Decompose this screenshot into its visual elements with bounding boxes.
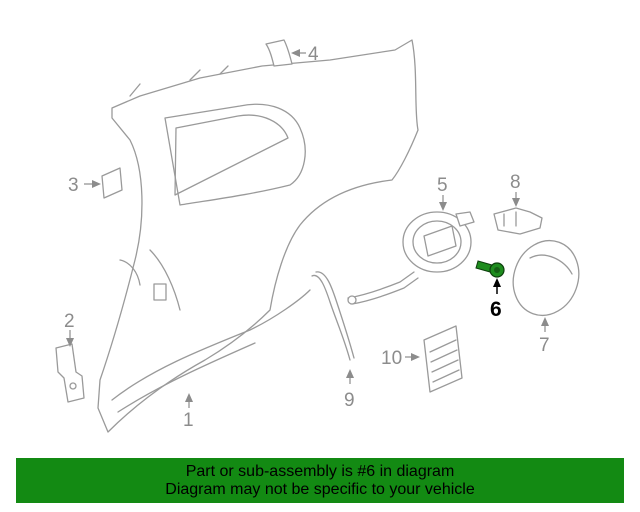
svg-text:8: 8 bbox=[510, 172, 521, 193]
quarter-panel-part[interactable] bbox=[97, 39, 419, 433]
fuel-filler-housing-part[interactable] bbox=[402, 211, 475, 273]
svg-text:5: 5 bbox=[437, 175, 448, 196]
bracket-part[interactable] bbox=[55, 343, 85, 403]
svg-text:10: 10 bbox=[381, 348, 402, 369]
banner-line-disclaimer: Diagram may not be specific to your vehi… bbox=[165, 480, 475, 498]
callout-1: 1 bbox=[183, 393, 194, 431]
vent-grille-part[interactable] bbox=[423, 325, 463, 393]
callout-8: 8 bbox=[510, 172, 521, 207]
callout-4: 4 bbox=[291, 44, 319, 65]
svg-text:3: 3 bbox=[68, 175, 79, 196]
svg-text:1: 1 bbox=[183, 410, 194, 431]
svg-text:7: 7 bbox=[539, 335, 550, 356]
plate-part[interactable] bbox=[101, 167, 123, 199]
trim-piece-part[interactable] bbox=[265, 39, 293, 67]
svg-text:2: 2 bbox=[64, 311, 75, 332]
svg-text:4: 4 bbox=[308, 44, 319, 65]
release-cable-part[interactable] bbox=[311, 271, 419, 361]
actuator-part[interactable] bbox=[493, 207, 543, 235]
svg-text:6: 6 bbox=[490, 298, 502, 321]
callout-5: 5 bbox=[437, 175, 448, 211]
part-info-banner: Part or sub-assembly is #6 in diagram Di… bbox=[16, 458, 624, 503]
callout-2: 2 bbox=[64, 311, 75, 347]
fuel-door-part[interactable] bbox=[503, 231, 589, 324]
banner-line-part-number: Part or sub-assembly is #6 in diagram bbox=[185, 462, 455, 480]
bolt-part-highlighted[interactable] bbox=[475, 260, 505, 278]
callout-10: 10 bbox=[381, 348, 420, 369]
callout-7: 7 bbox=[539, 317, 550, 356]
callout-3: 3 bbox=[68, 175, 101, 196]
callout-9: 9 bbox=[344, 369, 355, 411]
svg-text:9: 9 bbox=[344, 390, 355, 411]
callout-6: 6 bbox=[490, 278, 502, 321]
parts-diagram: 1 2 3 4 5 6 7 8 9 10 bbox=[55, 39, 589, 433]
